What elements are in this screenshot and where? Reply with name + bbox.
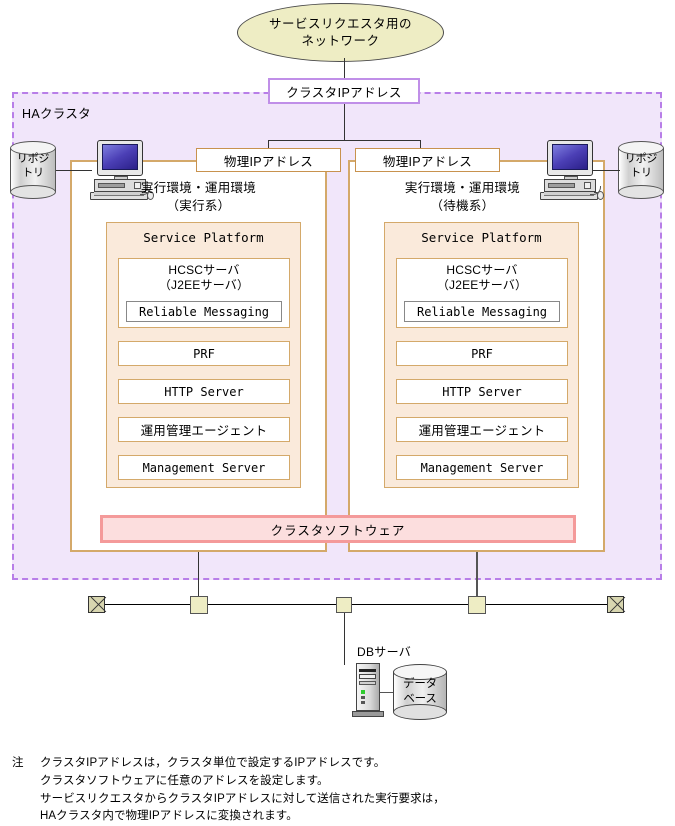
database-cylinder-bottom [393,704,447,720]
node-title-active-line1: 実行環境・運用環境 [140,181,257,195]
stack-row-prf-standby: PRF [396,341,568,366]
drive-slot-right [548,183,575,188]
physical-ip-address-box-right: 物理IPアドレス [355,148,500,172]
monitor-screen-left [102,144,138,170]
note-line-3: サービスリクエスタからクラスタIPアドレスに対して送信された実行要求は， [40,792,445,805]
repository-cylinder-right-bottom [618,185,664,199]
power-led-right [584,182,591,189]
stack-row-management-server-standby: Management Server [396,455,568,480]
keyboard-top-right [544,192,594,196]
lan-bus-line [96,604,616,605]
node-title-standby: 実行環境・運用環境 （待機系） [350,180,575,215]
connector-repo-left-to-pc [56,170,92,171]
connector-node-right-to-lan [476,552,478,604]
hcsc-server-label-active: HCSCサーバ （J2EEサーバ） [118,263,290,293]
repository-label-left-line2: トリ [22,166,44,179]
node-title-active-line2: （実行系） [166,198,231,213]
connector-clusterip-down [344,104,345,140]
node-title-active: 実行環境・運用環境 （実行系） [86,180,311,215]
database-cylinder: データ ベース [393,664,447,720]
connector-split-bus [268,140,421,141]
db-tower-bay2 [359,681,376,685]
connector-to-phys-ip-right [420,140,421,149]
database-label-line1: データ [403,678,437,690]
stack-row-ops-agent-active: 運用管理エージェント [118,417,290,442]
repository-cylinder-left-top [10,141,56,155]
connector-lan-to-db-server [344,613,345,665]
ha-cluster-label: HAクラスタ [22,107,91,121]
reliable-messaging-box-active: Reliable Messaging [126,301,282,322]
lan-terminator-left [88,596,107,613]
hcsc-label-standby-line2: （J2EEサーバ） [436,278,528,292]
monitor-screen-right [552,144,588,170]
cluster-ip-address-box: クラスタIPアドレス [268,78,420,104]
requester-network-ellipse: サービスリクエスタ用の ネットワーク [237,3,444,62]
note-line-1: クラスタIPアドレスは，クラスタ単位で設定するIPアドレスです。 [40,757,386,769]
connector-to-phys-ip-left [268,140,269,149]
note-line-4: HAクラスタ内で物理IPアドレスに変換されます。 [40,810,298,823]
database-cylinder-top [393,664,447,680]
db-tower-power-led [361,690,365,694]
note-lines: クラスタIPアドレスは，クラスタ単位で設定するIPアドレスです。 クラスタソフト… [40,755,662,826]
lan-node-left [190,596,208,614]
connector-db-tower-to-database [380,692,394,693]
service-platform-title-active: Service Platform [143,230,264,245]
physical-ip-address-box-left: 物理IPアドレス [196,148,341,172]
mouse-icon-right [597,191,604,200]
db-tower-led3 [361,701,365,704]
db-tower-vent [359,669,376,672]
cluster-software-bar: クラスタソフトウェア [100,515,576,543]
hcsc-label-active-line2: （J2EEサーバ） [158,278,250,292]
note-block: 注 クラスタIPアドレスは，クラスタ単位で設定するIPアドレスです。 クラスタソ… [12,755,662,826]
computer-icon-right [540,140,604,200]
drive-slot-left [98,183,125,188]
service-platform-title-standby: Service Platform [421,230,542,245]
hcsc-label-active-line1: HCSCサーバ [168,263,240,277]
hcsc-server-label-standby: HCSCサーバ （J2EEサーバ） [396,263,568,293]
db-server-label: DBサーバ [357,645,412,659]
stack-row-ops-agent-standby: 運用管理エージェント [396,417,568,442]
connector-node-left-to-lan [198,552,199,604]
database-label: データ ベース [393,677,447,707]
note-line-2: クラスタソフトウェアに任意のアドレスを設定します。 [40,774,329,787]
node-title-standby-line2: （待機系） [430,198,495,213]
repository-cylinder-right: リポジ トリ [618,141,664,199]
hcsc-label-standby-line1: HCSCサーバ [446,263,518,277]
stack-row-http-server-active: HTTP Server [118,379,290,404]
repository-label-right-line2: トリ [630,166,652,179]
node-title-standby-line1: 実行環境・運用環境 [404,181,521,195]
db-server-tower-icon [352,663,384,718]
connector-network-to-clusterip [344,58,345,80]
repository-cylinder-left-bottom [10,185,56,199]
repository-label-left: リポジ トリ [10,153,56,181]
stack-row-prf-active: PRF [118,341,290,366]
stack-row-http-server-standby: HTTP Server [396,379,568,404]
connector-repo-right-to-pc [582,170,620,171]
network-ellipse-line1: サービスリクエスタ用の [268,16,412,31]
lan-node-center [336,597,352,613]
stack-row-management-server-active: Management Server [118,455,290,480]
repository-cylinder-left: リポジ トリ [10,141,56,199]
lan-terminator-right [607,596,626,613]
power-led-left [134,182,141,189]
db-tower-led2 [361,696,365,699]
repository-label-left-line1: リポジ [16,153,50,165]
computer-icon-left [90,140,154,200]
lan-node-right [468,596,486,614]
network-ellipse-line2: ネットワーク [301,33,380,48]
repository-label-right-line1: リポジ [624,153,658,165]
note-marker: 注 [12,757,24,769]
reliable-messaging-box-standby: Reliable Messaging [404,301,560,322]
repository-cylinder-right-top [618,141,664,155]
mouse-icon-left [147,191,154,200]
keyboard-top-left [94,192,144,196]
repository-label-right: リポジ トリ [618,153,664,181]
db-tower-bay1 [359,674,376,679]
database-label-line2: ベース [403,692,437,705]
db-tower-foot [352,711,384,717]
